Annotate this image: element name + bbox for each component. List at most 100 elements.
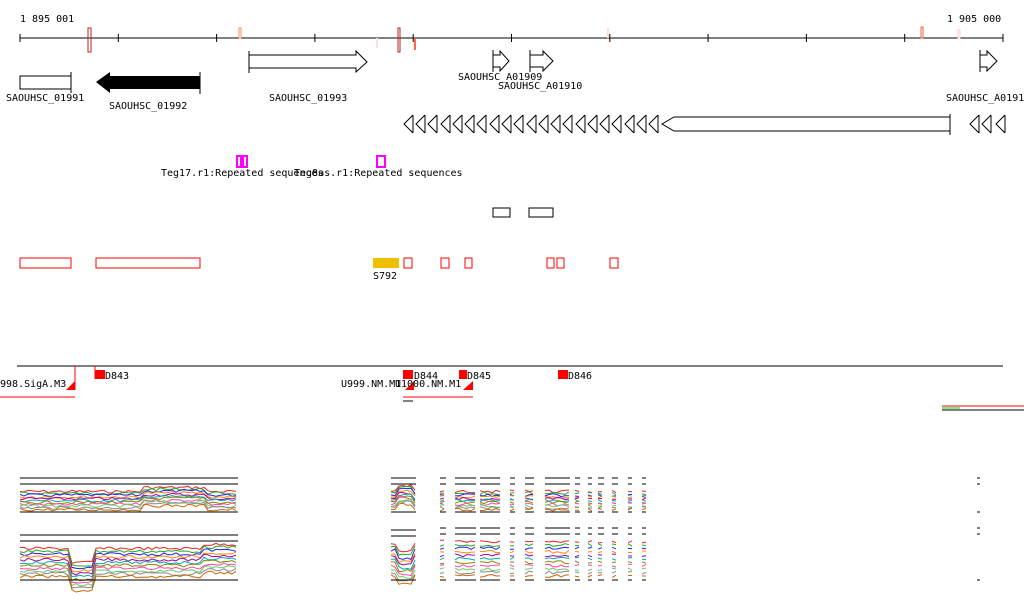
expression-line: [19, 559, 237, 582]
expression-line: [390, 558, 416, 570]
expression-line: [641, 499, 647, 502]
expression-line: [611, 492, 617, 495]
expression-line: [479, 560, 501, 565]
srna-box[interactable]: [464, 257, 473, 269]
srna-box[interactable]: [19, 257, 72, 269]
gene-saouhsc-01992[interactable]: SAOUHSC_01992: [96, 72, 201, 112]
feature-box[interactable]: [492, 207, 511, 218]
reverse-gene-cluster[interactable]: [403, 114, 1006, 134]
gene-saouhsc-01993[interactable]: SAOUHSC_01993: [248, 49, 368, 104]
expression-line: [611, 502, 617, 505]
snp-mark[interactable]: [238, 27, 242, 39]
gene-arrow: [492, 49, 510, 73]
expression-line: [454, 540, 476, 543]
expression-line: [479, 500, 501, 505]
expression-line: [544, 500, 570, 504]
srna-box[interactable]: [609, 257, 619, 269]
expression-line: [19, 500, 237, 509]
srna-s792[interactable]: [373, 258, 399, 268]
expression-line: [574, 489, 580, 492]
expression-line: [479, 505, 501, 510]
expression-line: [574, 550, 580, 553]
expression-line: [641, 502, 647, 505]
feature-box[interactable]: [528, 207, 554, 218]
gene-saouhsc-01991[interactable]: SAOUHSC_01991: [6, 72, 84, 104]
long-reverse-gene[interactable]: [661, 116, 951, 132]
expression-line: [479, 504, 501, 508]
expression-line: [597, 498, 603, 503]
expression-line: [574, 560, 580, 564]
promoter-d846[interactable]: D846: [568, 371, 592, 382]
expression-line: [611, 543, 617, 546]
expression-line: [587, 494, 593, 497]
srna-box[interactable]: [403, 257, 413, 269]
repeat-feature[interactable]: [236, 155, 242, 168]
expression-line: [597, 560, 603, 563]
expression-line: [509, 492, 515, 494]
expression-line: [587, 546, 593, 549]
expression-line: [544, 554, 570, 558]
expression-line: [597, 508, 603, 510]
expression-line: [587, 495, 593, 498]
expression-line: [454, 502, 476, 507]
expression-line: [587, 571, 593, 575]
expression-line: [390, 564, 416, 577]
promoter-marker[interactable]: [459, 370, 467, 379]
expression-line: [509, 550, 515, 554]
expression-line: [545, 574, 570, 578]
promoter-u1000[interactable]: U1000.NM.M1: [395, 379, 461, 390]
srna-box[interactable]: [440, 257, 450, 269]
repeat-feature[interactable]: [242, 155, 248, 168]
srna-box[interactable]: [556, 257, 565, 269]
srna-box[interactable]: [546, 257, 555, 269]
expression-line: [509, 489, 515, 492]
expression-line: [597, 505, 603, 509]
gene-saouhsc-a01909[interactable]: SAOUHSC_A01909: [458, 49, 542, 83]
expression-line: [390, 486, 416, 495]
gene-saouhsc-a01910[interactable]: SAOUHSC_A01910: [498, 49, 582, 92]
gene-arrow: [248, 49, 368, 74]
expression-line: [627, 506, 633, 510]
reverse-chevron: [562, 114, 573, 134]
expression-line: [611, 495, 617, 498]
snp-mark[interactable]: [397, 27, 401, 53]
snp-mark[interactable]: [920, 26, 924, 39]
expression-line: [597, 543, 603, 547]
expression-line: [454, 561, 476, 564]
gene-label: SAOUHSC_01992: [109, 101, 187, 112]
promoter-marker[interactable]: [403, 370, 413, 379]
expression-line: [574, 496, 580, 499]
expression-line: [544, 556, 570, 560]
ruler: 1 895 001 1 905 000: [19, 14, 1004, 53]
gene-saouhsc-a0191[interactable]: SAOUHSC_A0191: [946, 49, 1024, 104]
expression-line: [524, 553, 534, 557]
snp-mark[interactable]: [607, 28, 609, 38]
repeat-label: Teg17.r1:Repeated sequences: [161, 168, 324, 179]
srna-box[interactable]: [95, 257, 201, 269]
expression-line: [544, 549, 570, 554]
expression-line: [574, 495, 580, 497]
expression-line: [574, 492, 580, 495]
reverse-chevron: [513, 114, 524, 134]
expression-line: [611, 504, 617, 507]
expression-line: [479, 493, 501, 497]
expression-line: [641, 555, 647, 557]
snp-mark[interactable]: [957, 29, 961, 39]
promoter-d844[interactable]: D844: [414, 371, 438, 382]
promoter-u999[interactable]: U999.NM.M1: [341, 379, 401, 390]
reverse-chevron: [440, 114, 451, 134]
promoter-d843[interactable]: D843: [105, 371, 129, 382]
snp-mark[interactable]: [414, 38, 416, 50]
promoter-siga[interactable]: 998.SigA.M3: [0, 379, 66, 390]
expression-line: [524, 489, 534, 493]
repeat-feature[interactable]: [376, 155, 386, 168]
promoter-marker[interactable]: [558, 370, 568, 379]
promoter-marker[interactable]: [95, 370, 105, 379]
snp-mark[interactable]: [87, 27, 92, 53]
expression-line: [597, 569, 603, 571]
ruler-ticks: [19, 34, 1004, 42]
promoter-d845[interactable]: D845: [467, 371, 491, 382]
expression-line: [597, 557, 603, 560]
expression-line: [390, 543, 416, 553]
snp-mark[interactable]: [376, 38, 378, 48]
